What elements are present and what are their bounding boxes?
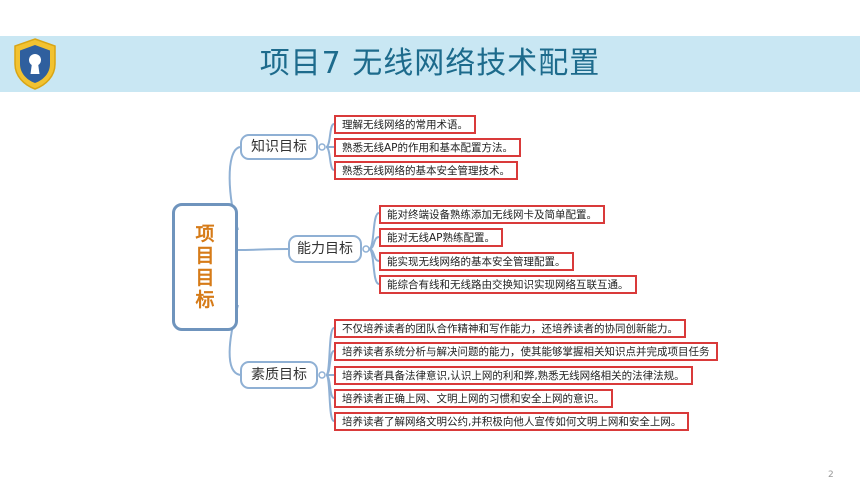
branch-ability-goals[interactable]: 能力目标	[288, 235, 362, 263]
branch-quality-goals[interactable]: 素质目标	[240, 361, 318, 389]
leaf-quality-1[interactable]: 不仅培养读者的团队合作精神和写作能力，还培养读者的协同创新能力。	[334, 319, 686, 338]
connector-knowledge-3	[325, 146, 335, 171]
leaf-knowledge-1[interactable]: 理解无线网络的常用术语。	[334, 115, 476, 134]
shield-keyhole-icon	[14, 38, 56, 90]
slide-title: 项目7 无线网络技术配置	[259, 46, 601, 81]
leaf-ability-4[interactable]: 能综合有线和无线路由交换知识实现网络互联互通。	[379, 275, 637, 294]
branch-label: 素质目标	[251, 367, 307, 383]
page-number: 2	[828, 470, 834, 480]
root-node[interactable]: 项目目标	[172, 203, 238, 331]
connector-root-ability	[237, 248, 289, 251]
leaf-quality-2[interactable]: 培养读者系统分析与解决问题的能力，使其能够掌握相关知识点并完成项目任务	[334, 342, 718, 361]
collapse-dot-knowledge	[318, 143, 326, 151]
leaf-quality-5[interactable]: 培养读者了解网络文明公约,并积极向他人宣传如何文明上网和安全上网。	[334, 412, 690, 431]
branch-label: 能力目标	[297, 241, 353, 257]
connector-knowledge-1	[325, 123, 335, 148]
title-band	[0, 36, 860, 92]
branch-label: 知识目标	[251, 139, 307, 155]
leaf-ability-2[interactable]: 能对无线AP熟练配置。	[379, 228, 504, 247]
connector-quality-5	[325, 374, 335, 422]
collapse-dot-ability	[362, 245, 370, 253]
leaf-ability-1[interactable]: 能对终端设备熟练添加无线网卡及简单配置。	[379, 205, 605, 224]
leaf-quality-4[interactable]: 培养读者正确上网、文明上网的习惯和安全上网的意识。	[334, 389, 613, 408]
root-node-label: 项目目标	[195, 223, 215, 311]
leaf-ability-3[interactable]: 能实现无线网络的基本安全管理配置。	[379, 252, 574, 271]
branch-knowledge-goals[interactable]: 知识目标	[240, 134, 318, 160]
connector-ability-4	[368, 248, 380, 285]
leaf-quality-3[interactable]: 培养读者具备法律意识,认识上网的利和弊,熟悉无线网络相关的法律法规。	[334, 366, 693, 385]
collapse-dot-quality	[318, 371, 326, 379]
leaf-knowledge-3[interactable]: 熟悉无线网络的基本安全管理技术。	[334, 161, 518, 180]
leaf-knowledge-2[interactable]: 熟悉无线AP的作用和基本配置方法。	[334, 138, 522, 157]
